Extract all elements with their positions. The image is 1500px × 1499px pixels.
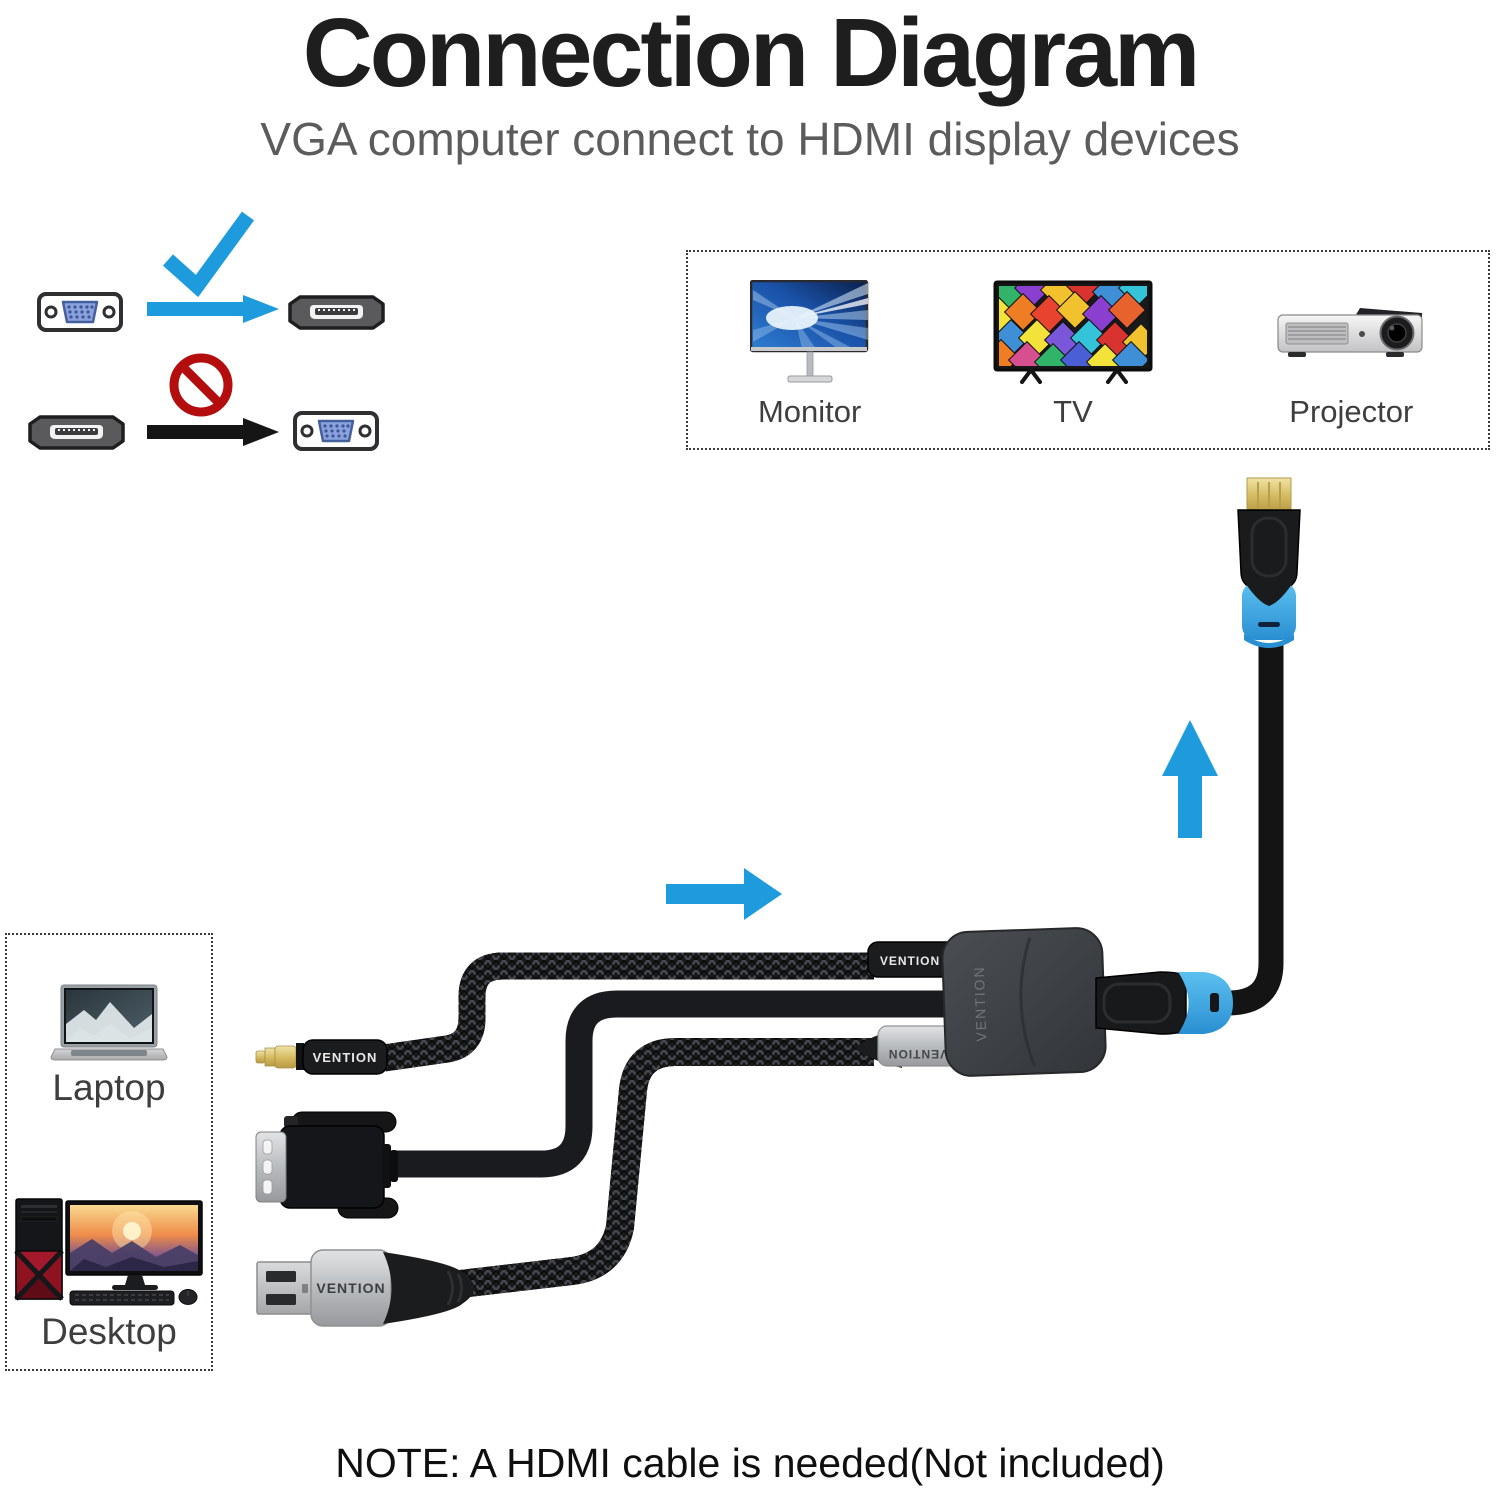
hdmi-icon: [288, 295, 385, 330]
hdmi-cable: [1227, 645, 1284, 1016]
tv-label: TV: [1053, 394, 1093, 429]
monitor-figure: Monitor: [749, 276, 870, 430]
compatibility-rules: [28, 211, 385, 451]
projector-label: Projector: [1289, 394, 1414, 429]
laptop-label: Laptop: [52, 1067, 166, 1108]
vga-connector: [255, 1111, 399, 1219]
arrow-right-blue-icon: [147, 295, 279, 323]
display-devices-box: Monitor: [686, 250, 1490, 450]
desktop-image: [14, 1198, 203, 1306]
desktop-label: Desktop: [41, 1311, 177, 1352]
audio-jack-connector: VENTION: [255, 1039, 388, 1075]
hdmi-plug: [1095, 971, 1233, 1035]
monitor-wallpaper: [752, 283, 868, 349]
desktop-tower: [14, 1198, 64, 1301]
arrow-right-black-icon: [147, 418, 279, 446]
hdmi-icon: [28, 415, 125, 450]
vga-icon: [293, 411, 379, 451]
arrow-up-icon: [1162, 720, 1218, 838]
brand-text: VENTION: [971, 965, 990, 1042]
source-devices-box: Laptop: [5, 933, 213, 1371]
hdmi-connector-top: [1237, 477, 1301, 648]
tv-feet: [1019, 368, 1128, 384]
desktop-keyboard: [69, 1290, 175, 1306]
adapter-body: VENTION: [941, 927, 1107, 1077]
check-icon: [162, 211, 255, 298]
tv-wallpaper: [998, 286, 1147, 366]
monitor-label: Monitor: [757, 394, 862, 429]
brand-text: VENTION: [888, 1047, 948, 1061]
desktop-monitor: [65, 1200, 203, 1290]
arrow-right-icon: [666, 868, 782, 920]
header: Connection Diagram VGA computer connect …: [0, 0, 1500, 166]
tv-image: [993, 280, 1153, 384]
laptop-figure: Laptop: [49, 983, 169, 1109]
note-text: NOTE: A HDMI cable is needed(Not include…: [335, 1440, 1165, 1486]
laptop-wallpaper: [66, 1002, 152, 1042]
projector-figure: Projector: [1276, 276, 1426, 430]
brand-text: VENTION: [880, 954, 940, 968]
projector-image: [1277, 308, 1423, 357]
adapter-audio-plug: VENTION: [867, 941, 957, 978]
usb-cable: [458, 1038, 874, 1298]
audio-cable: [382, 952, 874, 1072]
brand-text: VENTION: [313, 1050, 378, 1065]
brand-text: VENTION: [316, 1280, 385, 1296]
vga-cable: [390, 990, 952, 1178]
desktop-mouse: [178, 1289, 198, 1305]
page-subtitle: VGA computer connect to HDMI display dev…: [260, 112, 1240, 165]
page-title: Connection Diagram: [302, 0, 1201, 107]
prohibited-icon: [169, 353, 233, 417]
usb-connector: VENTION: [256, 1249, 474, 1327]
tv-figure: TV: [993, 276, 1153, 430]
adapter-usb-plug: VENTION: [856, 1025, 963, 1068]
vga-icon: [37, 292, 123, 332]
laptop-image: [50, 984, 168, 1061]
desktop-figure: Desktop: [14, 1197, 204, 1353]
monitor-image: [749, 280, 868, 383]
